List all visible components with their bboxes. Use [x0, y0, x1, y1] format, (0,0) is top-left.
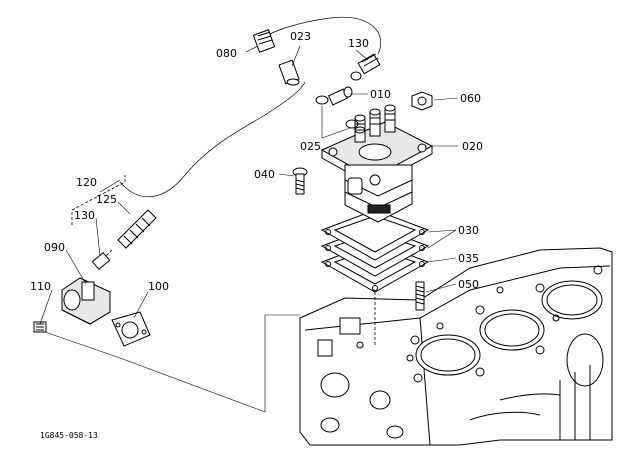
callout-100: 100 [148, 280, 169, 293]
leader-lines [39, 45, 459, 325]
stud-bolt [415, 281, 425, 311]
callout-080: 080 [216, 47, 237, 60]
callout-020: 020 [462, 140, 483, 153]
callout-130-top: 130 [348, 37, 369, 50]
callout-010: 010 [370, 88, 391, 101]
stop-solenoid-body [61, 277, 111, 325]
figure-code: 1G845-058-13 [40, 431, 98, 440]
hollow-screw [327, 86, 353, 106]
callout-050: 050 [458, 278, 479, 291]
callout-090: 090 [44, 241, 65, 254]
alignment-line [44, 314, 300, 413]
callout-110: 110 [30, 280, 51, 293]
gasket-washers [315, 95, 366, 134]
callout-035: 035 [458, 252, 479, 265]
callout-130-left: 130 [74, 209, 95, 222]
callout-030: 030 [458, 224, 479, 237]
pipe-fitting-top [350, 53, 381, 81]
mounting-bolt [292, 167, 308, 195]
joint-fitting [278, 59, 300, 86]
callout-023: 023 [290, 30, 311, 43]
plug-screw [33, 321, 47, 333]
gasket-stack [320, 209, 430, 345]
bracket-120 [71, 175, 126, 225]
leak-tube-line [119, 81, 306, 198]
banjo-bolt [252, 29, 276, 53]
hose-clip [91, 251, 111, 271]
flange-nut [411, 91, 433, 111]
return-pipe-line [257, 16, 381, 55]
callout-025: 025 [300, 140, 321, 153]
gasket-plate [111, 311, 151, 347]
callout-125: 125 [96, 193, 117, 206]
callout-060: 060 [460, 92, 481, 105]
callout-040: 040 [254, 168, 275, 181]
leak-hose [99, 209, 157, 263]
engine-block [299, 247, 613, 446]
injection-pump [320, 104, 434, 223]
callout-120: 120 [76, 176, 97, 189]
